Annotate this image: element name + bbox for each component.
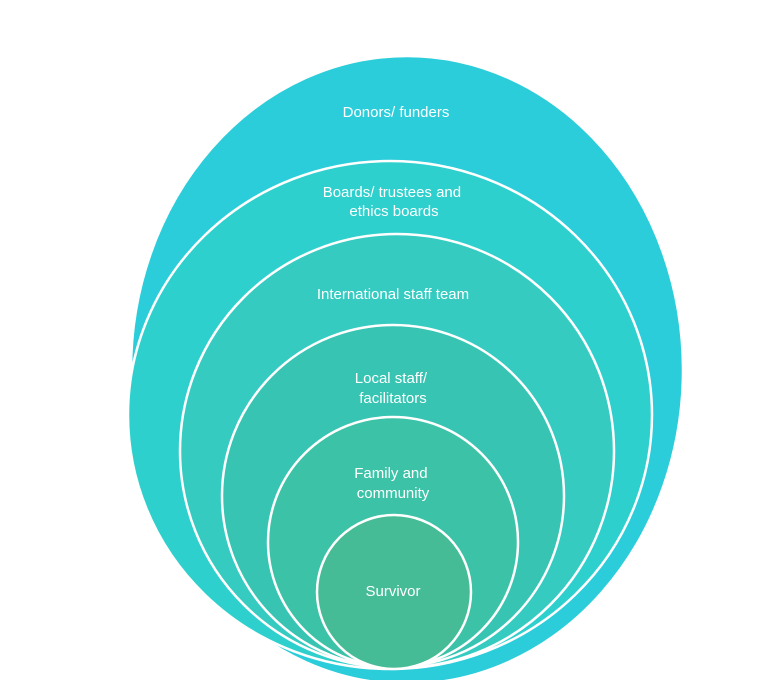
ring-survivor-label: Survivor xyxy=(365,583,420,600)
ring-boards-label: Boards/ trustees and ethics boards xyxy=(323,184,466,220)
ring-international-staff-label: International staff team xyxy=(317,286,469,303)
ring-local-staff-label: Local staff/ facilitators xyxy=(355,370,431,407)
ring-family-community-label: Family and community xyxy=(354,465,432,502)
ring-survivor xyxy=(315,513,473,671)
ring-donors-label: Donors/ funders xyxy=(343,104,450,121)
